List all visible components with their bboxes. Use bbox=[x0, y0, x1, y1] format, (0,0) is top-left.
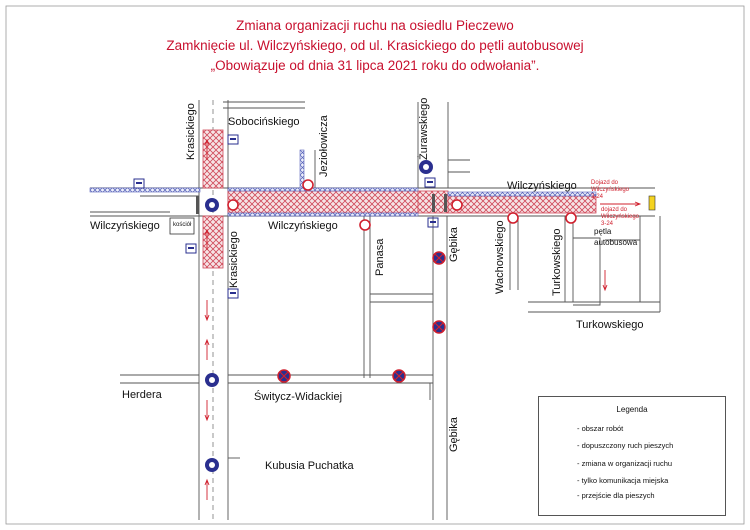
street-label-panasa: Panasa bbox=[374, 238, 386, 276]
street-label-zurawskiego: Żurawskiego bbox=[418, 97, 430, 160]
street-label-turkowskiego-horiz: Turkowskiego bbox=[576, 319, 644, 331]
bus-icon bbox=[424, 177, 436, 188]
no-entry-icon bbox=[451, 199, 463, 211]
pedestrian-strip-east bbox=[447, 191, 597, 197]
street-label-sobocinskiego: Sobocińskiego bbox=[228, 116, 300, 128]
pedestrian-crossings bbox=[196, 194, 656, 214]
no-entry-signs bbox=[227, 179, 577, 231]
legend-title: Legenda bbox=[616, 405, 648, 414]
roundabout-icon bbox=[205, 373, 219, 387]
work-area-krasickiego-south bbox=[202, 215, 224, 269]
no-stopping-icon bbox=[432, 251, 446, 265]
no-entry-icon bbox=[565, 212, 577, 224]
no-entry-icon bbox=[359, 219, 371, 231]
map-border bbox=[5, 5, 745, 525]
street-label-jeziolowicza: Jeziołowicza bbox=[318, 115, 330, 177]
work-area-krasickiego-north bbox=[202, 129, 224, 189]
street-label-krasickiego-top: Krasickiego bbox=[185, 103, 197, 160]
legend-label: - zmiana w organizacji ruchu bbox=[577, 458, 673, 468]
no-entry-icon bbox=[302, 179, 314, 191]
map-title-line-1: Zmiana organizacji ruchu na osiedlu Piec… bbox=[236, 18, 514, 33]
bus-icon bbox=[427, 217, 439, 228]
church-label: kościół bbox=[173, 222, 192, 228]
sign-note-1: Dojazd do Wilczyńskiego 3-24 bbox=[591, 180, 630, 200]
street-label-wilczynskiego-right: Wilczyńskiego bbox=[507, 180, 577, 192]
bus-icon bbox=[185, 243, 197, 254]
no-stopping-icon bbox=[277, 369, 291, 383]
street-label-wilczynskiego-left: Wilczyńskiego bbox=[90, 220, 160, 232]
legend-label: - tylko komunikacja miejska bbox=[577, 475, 669, 485]
no-stopping-icon bbox=[432, 320, 446, 334]
roundabout-icon bbox=[205, 198, 219, 212]
sign-note-2: dojazd do Wilczyńskiego 3-24 bbox=[601, 207, 640, 227]
work-area-wilczynskiego-west bbox=[227, 190, 419, 214]
legend-item-work-area: - obszar robót bbox=[577, 421, 623, 435]
roundabout-icon bbox=[205, 458, 219, 472]
street-label-gebika-bottom: Gębika bbox=[448, 417, 460, 452]
street-label-krasickiego-mid: Krasickiego bbox=[228, 231, 240, 288]
traffic-change-symbols bbox=[205, 160, 433, 472]
pedestrian-strip-north bbox=[227, 187, 419, 192]
legend-item-crossing: - przejście dla pieszych bbox=[577, 488, 655, 502]
roundabout-icon bbox=[419, 160, 433, 174]
street-label-switycz-widackiej: Świtycz-Widackiej bbox=[254, 391, 343, 403]
no-entry-icon bbox=[227, 199, 239, 211]
no-entry-icon bbox=[507, 212, 519, 224]
street-label-herdera: Herdera bbox=[122, 389, 162, 401]
legend-box: Legenda - obszar robót - dopuszczony ruc… bbox=[538, 396, 726, 516]
bus-icon bbox=[227, 288, 239, 299]
street-label-kubusia-puchatka: Kubusia Puchatka bbox=[265, 460, 354, 472]
no-stopping-icon bbox=[392, 369, 406, 383]
legend-item-traffic-change: - zmiana w organizacji ruchu bbox=[577, 456, 672, 470]
work-area-wilczynskiego-east bbox=[447, 195, 597, 214]
street-label-wachowskiego: Wachowskiego bbox=[494, 220, 506, 294]
bus-icon bbox=[133, 178, 145, 189]
bus-icon bbox=[227, 134, 239, 145]
street-label-turkowskiego-vert: Turkowskiego bbox=[551, 228, 563, 296]
bus-stop-icons bbox=[133, 134, 439, 299]
church-box bbox=[169, 217, 195, 235]
pedestrian-jeziolowicza bbox=[299, 149, 305, 189]
street-label-petla: pętla autobusowa bbox=[594, 227, 638, 247]
direction-arrows bbox=[204, 138, 642, 500]
legend-label: - przejście dla pieszych bbox=[577, 490, 655, 500]
no-stopping-signs bbox=[277, 251, 446, 383]
legend-item-pedestrian: - dopuszczony ruch pieszych bbox=[577, 438, 673, 452]
pedestrian-strip-south bbox=[227, 212, 419, 217]
map-title-line-2: Zamknięcie ul. Wilczyńskiego, od ul. Kra… bbox=[166, 38, 584, 53]
street-label-wilczynskiego-mid: Wilczyńskiego bbox=[268, 220, 338, 232]
street-label-gebika-top: Gębika bbox=[448, 227, 460, 262]
legend-label: - dopuszczony ruch pieszych bbox=[577, 440, 674, 450]
pedestrian-area-west bbox=[89, 187, 201, 193]
map-title-line-3: „Obowiązuje od dnia 31 lipca 2021 roku d… bbox=[210, 58, 540, 73]
legend-label: - obszar robót bbox=[577, 423, 624, 433]
legend-item-bus-only: - tylko komunikacja miejska bbox=[577, 473, 668, 487]
